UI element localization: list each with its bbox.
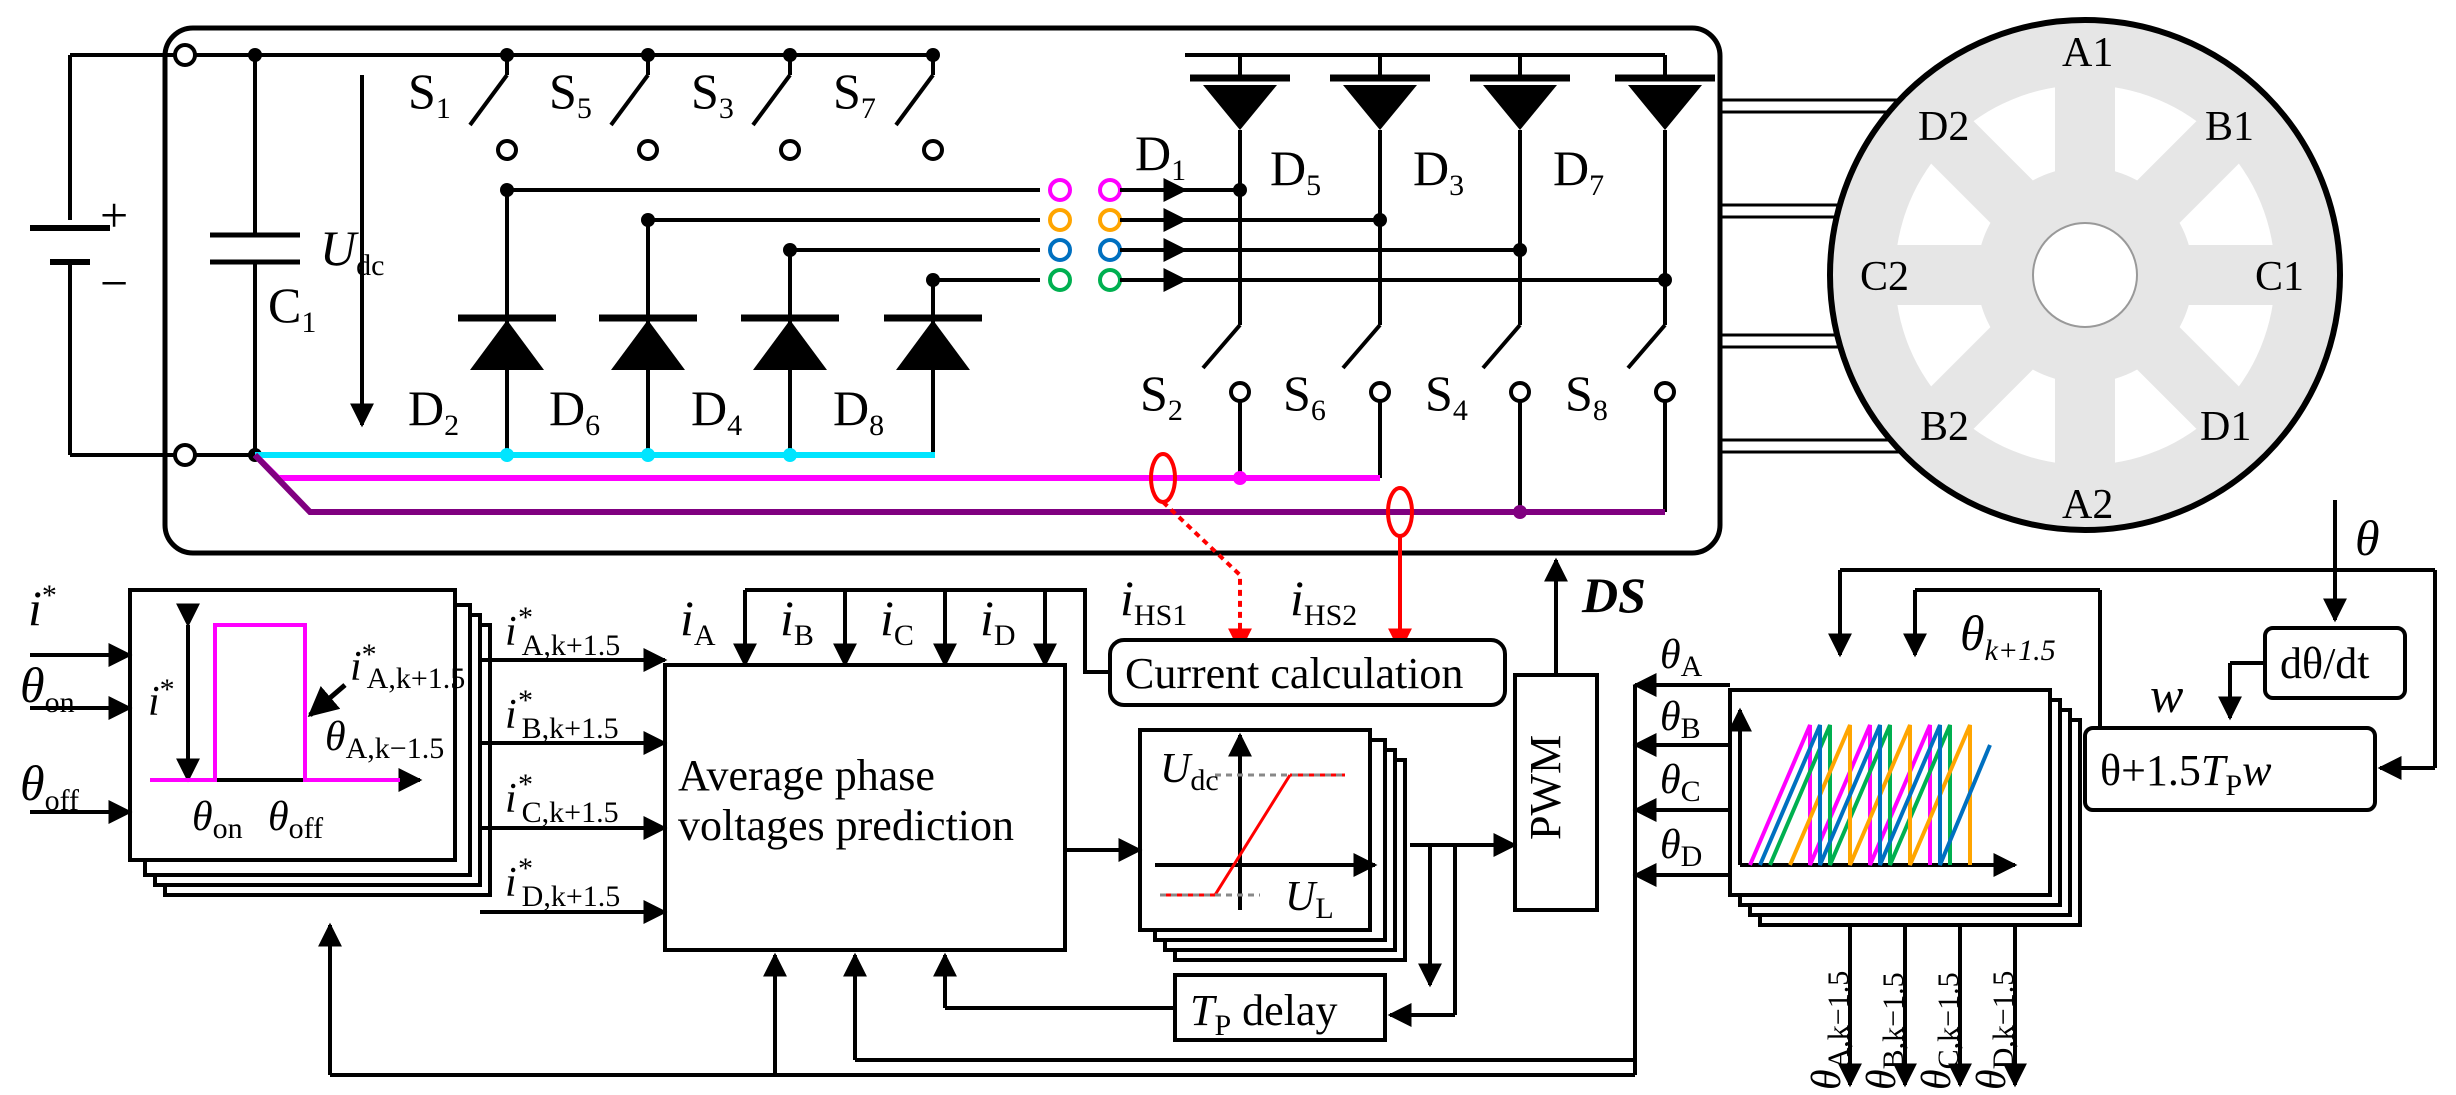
switch-s7-label: S7 [833,63,876,125]
ic-ref-label: i*C,k+1.5 [505,768,619,829]
theta-on-input-label: θon [20,657,75,719]
id-ref-label: i*D,k+1.5 [505,852,620,913]
profile-ref-label: i*A,k+1.5 [350,638,465,695]
theta-b-output-label: θB,k−1.5 [1859,972,1910,1090]
theta-c-output-label: θC,k−1.5 [1914,972,1965,1090]
phase-connectors [1048,178,1122,292]
sawtooth-waveforms [1748,724,1992,866]
saturation-curve [1160,773,1345,897]
lower-diode-columns [458,48,1040,455]
current-calculation-text: Current calculation [1125,649,1463,698]
pole-a2-label: A2 [2062,482,2113,528]
pole-d2-label: D2 [1918,104,1969,150]
return-bus-purple [252,452,1665,515]
switch-s8-label: S8 [1565,365,1608,427]
current-profile-pulse [150,623,400,782]
w-label: w [2150,667,2183,723]
theta-k-label: θk+1.5 [1960,605,2056,667]
switch-s4-label: S4 [1425,365,1468,427]
saturation-block [1138,728,1372,932]
tp-delay-block [1173,973,1387,1042]
profile-angle-label: θA,k−1.5 [325,714,444,765]
profile-ylabel: i* [148,673,175,725]
pole-b2-label: B2 [1920,404,1969,450]
dtheta-text: dθ/dt [2280,639,2370,688]
switch-s2-label: S2 [1140,365,1183,427]
diode-d8-label: D8 [833,380,884,442]
pole-a1-label: A1 [2062,30,2113,76]
id-label: iD [980,590,1016,652]
ic-label: iC [880,590,914,652]
capacitor-c1 [210,55,300,455]
diode-d6-label: D6 [549,380,600,442]
ihs1-label: iHS1 [1120,570,1187,632]
pwm-text: PWM [1521,735,1570,840]
pole-b1-label: B1 [2205,104,2254,150]
converter [30,25,1920,653]
theta-d-input-label: θD [1660,822,1702,873]
theta-d-output-label: θD,k−1.5 [1969,971,2020,1090]
ib-ref-label: i*B,k+1.5 [505,684,619,745]
theta-b-input-label: θB [1660,694,1701,745]
plus-label: + [100,187,128,243]
avg-prediction-line1: Average phase [678,751,935,800]
control-labels: iHS1 iHS2 DS θ w θk+1.5 dθ/dt θ+1.5TPw θ… [20,510,2380,1090]
diode-d1-label: D1 [1135,125,1186,187]
switch-s6-label: S6 [1283,365,1326,427]
ia-label: iA [680,590,716,652]
diode-d7-label: D7 [1553,140,1604,202]
theta-a-input-label: θA [1660,632,1703,683]
average-voltage-prediction-block [663,663,1067,952]
capacitor-label: C1 [268,277,316,339]
return-bus-magenta [252,452,1380,481]
theta-c-input-label: θC [1660,757,1701,808]
diode-d4-label: D4 [691,380,742,442]
theta-prediction-block [2083,726,2377,812]
ds-label: DS [1581,567,1646,623]
converter-frame [162,25,1723,556]
ihs2-label: iHS2 [1290,570,1357,632]
ib-label: iB [780,590,814,652]
diode-d3-label: D3 [1413,140,1464,202]
profile-on-label: θon [192,794,243,845]
theta-a-output-label: θA,k−1.5 [1804,971,1855,1090]
theta-off-input-label: θoff [20,755,79,817]
pwm-block [1513,673,1599,912]
diode-d5-label: D5 [1270,140,1321,202]
i-star-input-label: i* [28,579,57,636]
pole-c2-label: C2 [1860,254,1909,300]
tp-delay-text: TP delay [1190,986,1337,1042]
ia-ref-label: i*A,k+1.5 [505,601,620,662]
theta-label: θ [2355,510,2380,566]
udc-label: Udc [320,220,384,282]
dc-source [30,53,185,457]
minus-label: − [100,255,128,311]
sat-ul-label: UL [1285,874,1334,925]
switch-s5-label: S5 [549,63,592,125]
upper-diode-columns [1185,53,1715,512]
pole-d1-label: D1 [2200,404,2251,450]
pole-c1-label: C1 [2255,254,2304,300]
theta-prediction-text: θ+1.5TPw [2100,746,2272,802]
profile-off-label: θoff [268,794,323,845]
converter-labels: + − C1 Udc S1 S5 S3 S7 D2 D6 D4 D8 D1 D5… [100,63,1608,442]
switch-s3-label: S3 [691,63,734,125]
sat-udc-label: Udc [1160,746,1219,797]
avg-prediction-line2: voltages prediction [678,801,1014,850]
srm-motor: A1 B1 C1 D1 A2 B2 C2 D2 [1827,17,2343,533]
switch-s1-label: S1 [408,63,451,125]
diode-d2-label: D2 [408,380,459,442]
